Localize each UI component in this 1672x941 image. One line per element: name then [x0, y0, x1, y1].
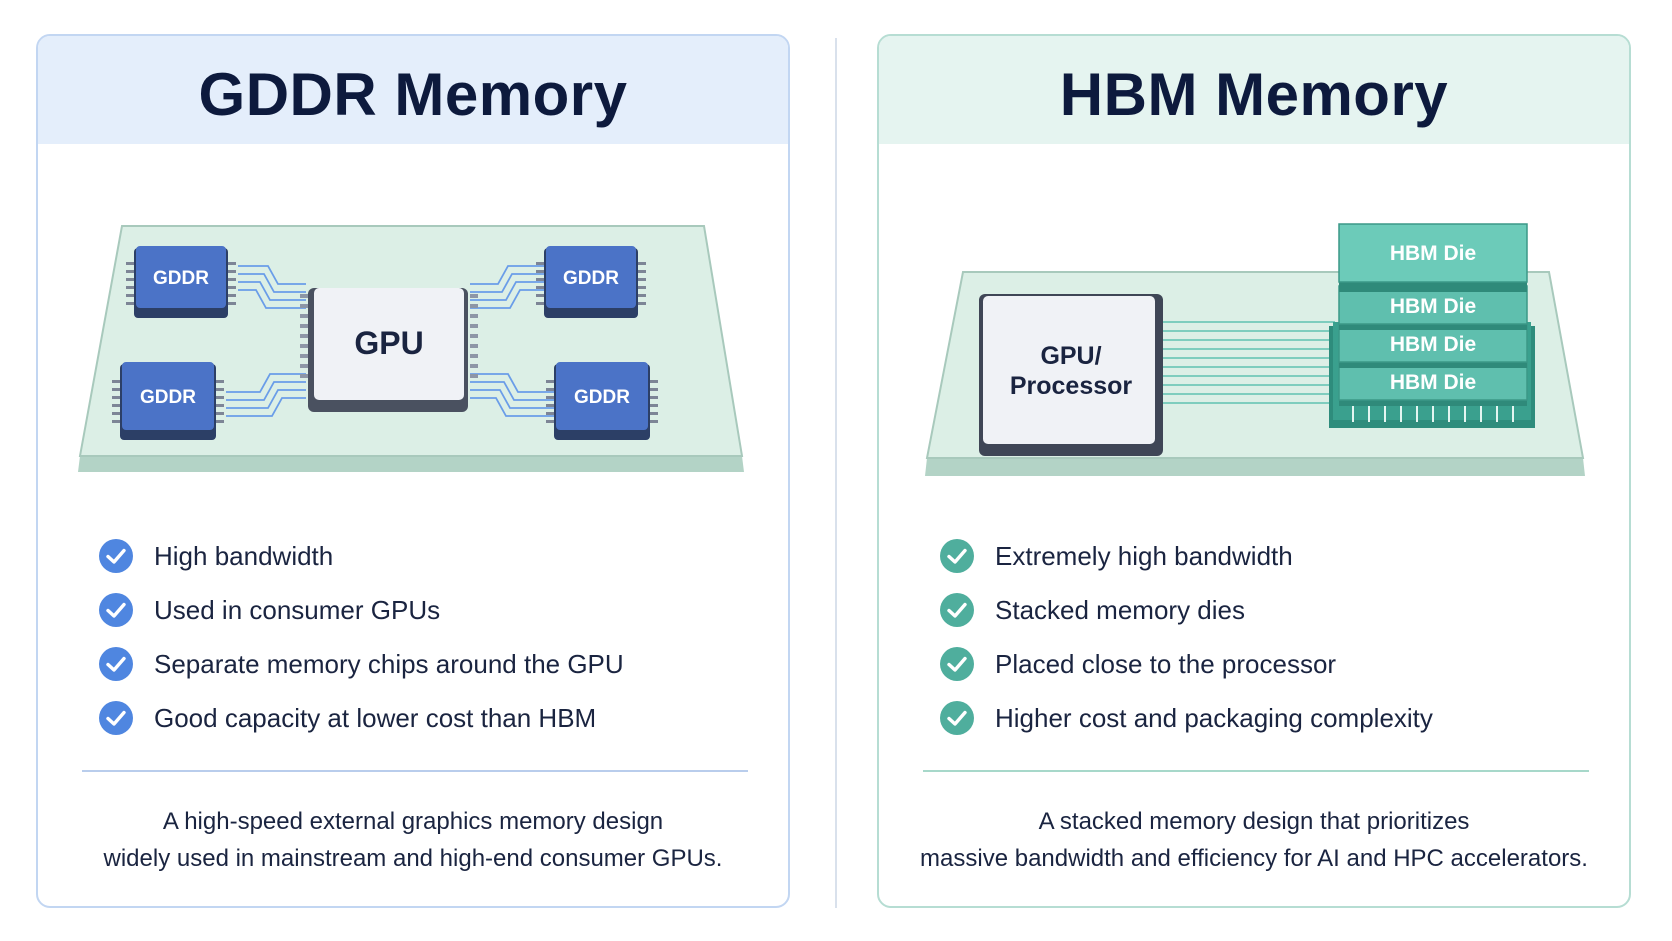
hbm-divider — [923, 770, 1589, 772]
list-item: Stacked memory dies — [939, 592, 1433, 628]
gddr-divider — [82, 770, 748, 772]
hbm-die-label: HBM Die — [1390, 371, 1476, 394]
gddr-traces — [226, 265, 554, 417]
summary-line: A high-speed external graphics memory de… — [162, 808, 664, 835]
gddr-chip-bottom-left: GDDR — [112, 362, 224, 440]
gddr-chip-top-left: GDDR — [126, 246, 236, 318]
feature-text: Good capacity at lower cost than HBM — [154, 702, 597, 733]
gddr-chip-label: GDDR — [140, 387, 196, 408]
list-item: Placed close to the processor — [939, 646, 1433, 682]
center-divider — [835, 38, 837, 908]
hbm-die: HBM Die — [1338, 323, 1528, 368]
processor-label: Processor — [1010, 372, 1133, 400]
gddr-header: GDDR Memory — [38, 36, 788, 144]
hbm-summary: A stacked memory design that prioritizes… — [879, 803, 1629, 877]
hbm-die: HBM Die — [1338, 285, 1528, 330]
gddr-summary: A high-speed external graphics memory de… — [38, 803, 788, 877]
check-icon — [99, 701, 133, 735]
hbm-die-label: HBM Die — [1390, 333, 1476, 356]
check-icon — [940, 701, 974, 735]
hbm-card: HBM Memory GPU/ Processor — [877, 34, 1631, 908]
hbm-interconnect — [1161, 321, 1335, 404]
check-icon — [940, 539, 974, 573]
feature-text: Stacked memory dies — [995, 594, 1245, 625]
hbm-title: HBM Memory — [1059, 60, 1449, 128]
check-icon — [99, 647, 133, 681]
gpu-chip: GPU — [300, 288, 478, 412]
gddr-title: GDDR Memory — [198, 60, 628, 128]
hbm-die-label: HBM Die — [1390, 295, 1476, 318]
feature-text: Higher cost and packaging complexity — [995, 702, 1433, 733]
gddr-chip-label: GDDR — [574, 387, 630, 408]
list-item: Extremely high bandwidth — [939, 538, 1433, 574]
processor-chip: GPU/ Processor — [979, 294, 1163, 456]
hbm-die: HBM Die — [1338, 223, 1528, 292]
feature-text: Placed close to the processor — [995, 648, 1337, 679]
hbm-die: HBM Die — [1338, 361, 1528, 406]
list-item: Higher cost and packaging complexity — [939, 700, 1433, 736]
hbm-stack: HBM Die HBM Die HBM Die HBM Die — [1329, 223, 1535, 428]
hbm-die-label: HBM Die — [1390, 242, 1476, 265]
check-icon — [99, 539, 133, 573]
hbm-diagram: GPU/ Processor HBM Die — [925, 223, 1585, 476]
hbm-feature-list: Extremely high bandwidth Stacked memory … — [939, 538, 1433, 754]
processor-label: GPU/ — [1040, 342, 1101, 370]
list-item: Good capacity at lower cost than HBM — [98, 700, 624, 736]
gddr-chip-top-right: GDDR — [536, 246, 646, 318]
feature-text: High bandwidth — [154, 540, 334, 571]
feature-text: Used in consumer GPUs — [154, 594, 441, 625]
feature-text: Separate memory chips around the GPU — [154, 648, 624, 679]
check-icon — [99, 593, 133, 627]
summary-line: widely used in mainstream and high-end c… — [103, 845, 723, 872]
summary-line: A stacked memory design that prioritizes — [1038, 808, 1470, 835]
list-item: Used in consumer GPUs — [98, 592, 624, 628]
summary-line: massive bandwidth and efficiency for AI … — [920, 845, 1588, 872]
gddr-diagram: GPU GDDR — [78, 225, 744, 472]
list-item: Separate memory chips around the GPU — [98, 646, 624, 682]
feature-text: Extremely high bandwidth — [995, 540, 1293, 571]
gddr-chip-bottom-right: GDDR — [546, 362, 658, 440]
gddr-card: GDDR Memory — [36, 34, 790, 908]
gpu-label: GPU — [354, 325, 423, 361]
gddr-feature-list: High bandwidth Used in consumer GPUs Sep… — [98, 538, 624, 754]
list-item: High bandwidth — [98, 538, 624, 574]
gddr-chip-label: GDDR — [153, 268, 209, 289]
gddr-chip-label: GDDR — [563, 268, 619, 289]
hbm-header: HBM Memory — [879, 36, 1629, 144]
check-icon — [940, 593, 974, 627]
check-icon — [940, 647, 974, 681]
